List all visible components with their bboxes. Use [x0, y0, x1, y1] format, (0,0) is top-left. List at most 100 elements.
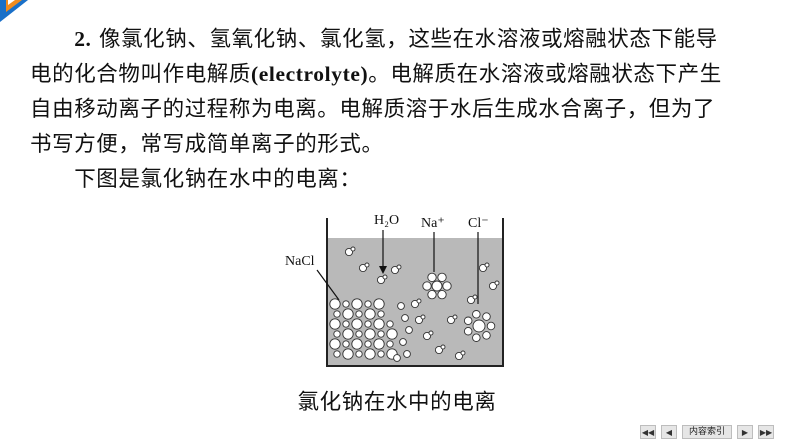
last-page-button[interactable]: ▶▶ — [758, 425, 774, 439]
water-molecule — [422, 331, 432, 341]
chloride-ion — [351, 318, 363, 330]
sodium-ion — [355, 330, 363, 338]
water-molecule — [437, 290, 447, 300]
sodium-ion — [364, 340, 372, 348]
chloride-ion — [364, 308, 376, 320]
water-molecule — [442, 281, 452, 291]
water-molecule-h — [440, 344, 446, 350]
nacl-pointer — [316, 269, 340, 301]
water-molecule-h — [396, 264, 402, 270]
paragraph-line-3: 自由移动离子的过程称为电离。电解质溶于水后生成水合离子，但为了 — [30, 97, 716, 122]
water-molecule — [422, 281, 432, 291]
water-molecule-h — [494, 280, 500, 286]
water-molecule-h — [472, 294, 478, 300]
water-molecule — [488, 281, 498, 291]
corner-logo — [0, 0, 28, 22]
chloride-ion — [342, 328, 354, 340]
water-molecule-h — [420, 314, 426, 320]
lattice-ion — [399, 338, 407, 346]
water-molecule — [427, 272, 437, 282]
water-molecule — [446, 315, 456, 325]
sodium-ion — [364, 320, 372, 328]
water-molecule — [478, 263, 488, 273]
chloride-ion — [364, 348, 376, 360]
next-page-button[interactable]: ▶ — [737, 425, 753, 439]
chloride-ion — [472, 319, 486, 333]
water-molecule — [376, 275, 386, 285]
water-molecule-h — [484, 262, 490, 268]
water-molecule-h — [364, 262, 370, 268]
chloride-ion — [373, 298, 385, 310]
water-molecule — [434, 345, 444, 355]
water-molecule — [344, 247, 354, 257]
water-molecule — [482, 331, 491, 340]
particles — [329, 246, 500, 362]
water-molecule — [463, 316, 473, 326]
paragraph-line-2: 电的化合物叫作电解质(electrolyte)。电解质在水溶液或熔融状态下产生 — [30, 62, 722, 87]
chloride-ion — [329, 318, 341, 330]
water-molecule — [454, 351, 464, 361]
water-molecule-h — [428, 330, 434, 336]
slide-navigation: ◀◀ ◀ 内容索引 ▶ ▶▶ — [639, 424, 774, 440]
chloride-ion — [373, 318, 385, 330]
water-molecule-h — [350, 246, 356, 252]
figure-intro: 下图是氯化钠在水中的电离： — [74, 167, 362, 192]
water-molecule-h — [382, 274, 388, 280]
chloride-ion — [329, 298, 341, 310]
sodium-ion — [342, 300, 350, 308]
beaker — [326, 218, 504, 367]
sodium-ion — [377, 310, 385, 318]
chloride-ion — [351, 298, 363, 310]
content-index-button[interactable]: 内容索引 — [681, 425, 732, 439]
paragraph-line-4: 书写方便，常写成简单离子的形式。 — [30, 132, 384, 157]
water-molecule — [472, 310, 481, 319]
lattice-ion — [403, 350, 411, 358]
lattice-ion — [405, 326, 413, 334]
paragraph-line-1: 2. 像氯化钠、氢氧化钠、氯化氢，这些在水溶液或熔融状态下能导 — [74, 27, 718, 52]
water-molecule — [472, 333, 481, 342]
label-water: H₂O — [374, 213, 399, 228]
sodium-ion — [377, 330, 385, 338]
paragraph-number: 2. — [74, 27, 92, 51]
sodium-ion — [333, 330, 341, 338]
water-molecule-h — [460, 350, 466, 356]
water-molecule — [463, 326, 473, 336]
water-molecule — [414, 315, 424, 325]
definition-paragraph: 2. 像氯化钠、氢氧化钠、氯化氢，这些在水溶液或熔融状态下能导 电的化合物叫作电… — [30, 22, 775, 197]
water-pointer-arrowhead — [379, 266, 387, 274]
first-page-button[interactable]: ◀◀ — [639, 425, 656, 439]
water-molecule — [427, 290, 437, 300]
lattice-ion — [393, 354, 401, 362]
sodium-ion — [386, 320, 394, 328]
lattice-ion — [401, 314, 409, 322]
label-sodium-ion: Na⁺ — [421, 216, 445, 231]
sodium-ion — [342, 340, 350, 348]
label-nacl: NaCl — [285, 254, 315, 269]
chloride-ion — [342, 308, 354, 320]
chloride-ion — [342, 348, 354, 360]
electrolyte-term: (electrolyte) — [251, 62, 369, 86]
sodium-ion — [364, 300, 372, 308]
sodium-ion — [355, 350, 363, 358]
sodium-ion — [342, 320, 350, 328]
sodium-ion — [333, 310, 341, 318]
label-chloride-ion: Cl⁻ — [468, 216, 489, 231]
chloride-ion — [364, 328, 376, 340]
sodium-ion — [431, 280, 443, 292]
sodium-ion — [386, 340, 394, 348]
sodium-ion — [377, 350, 385, 358]
sodium-ion — [355, 310, 363, 318]
chloride-ion — [373, 338, 385, 350]
water-molecule-h — [416, 298, 422, 304]
water-molecule — [466, 295, 476, 305]
figure-caption: 氯化钠在水中的电离 — [297, 390, 497, 415]
water-molecule — [410, 299, 420, 309]
chloride-ion — [329, 338, 341, 350]
lattice-ion — [397, 302, 405, 310]
nacl-dissolution-figure: H₂O Na⁺ Cl⁻ NaCl — [283, 208, 523, 376]
water-molecule — [358, 263, 368, 273]
prev-page-button[interactable]: ◀ — [660, 425, 677, 439]
chloride-ion — [386, 328, 398, 340]
water-molecule — [437, 272, 447, 282]
water-molecule — [482, 312, 491, 321]
